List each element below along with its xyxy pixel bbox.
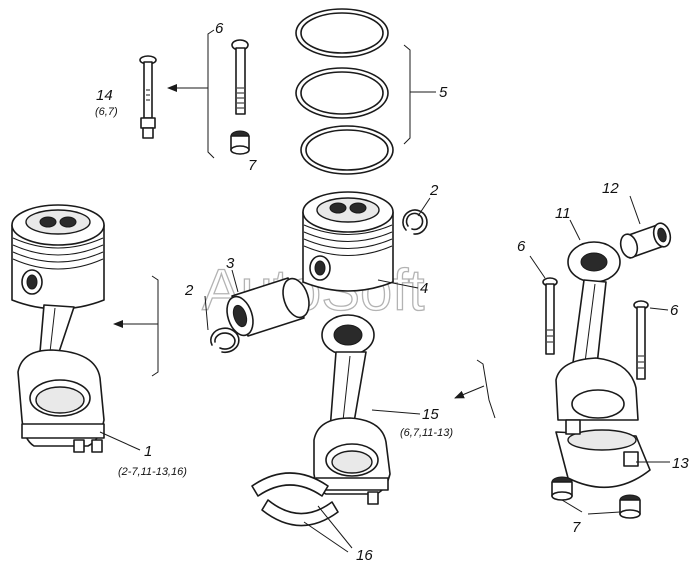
label-14-sub: (6,7)	[95, 106, 118, 118]
label-12: 12	[602, 180, 619, 197]
leader-3	[231, 269, 239, 293]
label-1: 1	[144, 443, 152, 460]
bolt-icon	[542, 277, 558, 355]
nut-icon	[619, 494, 641, 519]
connecting-rod-icon	[555, 241, 639, 421]
label-11: 11	[555, 205, 571, 222]
nut-icon	[230, 130, 250, 155]
piston-ring-icon	[295, 8, 389, 58]
bracket-right	[476, 359, 496, 419]
label-2b: 2	[429, 182, 439, 199]
label-3: 3	[226, 255, 235, 272]
leader-16a	[303, 521, 349, 553]
piston-pin-icon	[226, 277, 310, 337]
label-6c: 6	[670, 302, 679, 319]
bolt-icon	[231, 39, 249, 115]
leader-2b	[417, 197, 431, 217]
label-14: 14	[96, 87, 113, 104]
label-13: 13	[672, 455, 689, 472]
circlip-icon	[210, 327, 240, 354]
label-15: 15	[422, 406, 439, 423]
label-4: 4	[420, 280, 428, 297]
leader-7b	[561, 499, 583, 513]
leader-6b	[529, 255, 546, 279]
bracket-left	[151, 275, 159, 377]
leader-2	[204, 295, 209, 331]
leader-11	[569, 219, 581, 241]
piston-rod-assembly-icon	[11, 204, 105, 453]
label-1-sub: (2-7,11-13,16)	[118, 466, 187, 478]
label-2: 2	[184, 282, 194, 299]
leader-7c	[587, 511, 621, 515]
label-6b: 6	[517, 238, 526, 255]
bracket-bolts	[207, 29, 215, 159]
arrow-left-icon	[454, 385, 485, 399]
leader-4	[377, 279, 419, 289]
label-6: 6	[215, 20, 224, 37]
bushing-icon	[619, 222, 672, 259]
circlip-icon	[402, 209, 428, 235]
bracket-rings	[403, 44, 411, 145]
bearing-shell-icon	[251, 472, 339, 527]
nut-icon	[551, 476, 573, 501]
leader-16b	[317, 505, 353, 549]
label-16: 16	[356, 547, 373, 564]
bearing-cap-icon	[555, 419, 651, 489]
piston-ring-icon	[300, 125, 394, 175]
leader-6c	[649, 307, 669, 311]
label-5: 5	[439, 84, 448, 101]
leader-15	[371, 409, 421, 415]
bolt-icon	[633, 300, 649, 380]
piston-ring-icon	[295, 67, 389, 119]
piston-icon	[302, 191, 394, 292]
bolt-icon	[139, 55, 157, 139]
label-7b: 7	[572, 519, 581, 536]
leader-1	[99, 431, 141, 451]
leader-12	[629, 195, 641, 225]
label-15-sub: (6,7,11-13)	[400, 427, 453, 439]
connecting-rod-icon	[313, 314, 391, 505]
label-7: 7	[248, 157, 257, 174]
